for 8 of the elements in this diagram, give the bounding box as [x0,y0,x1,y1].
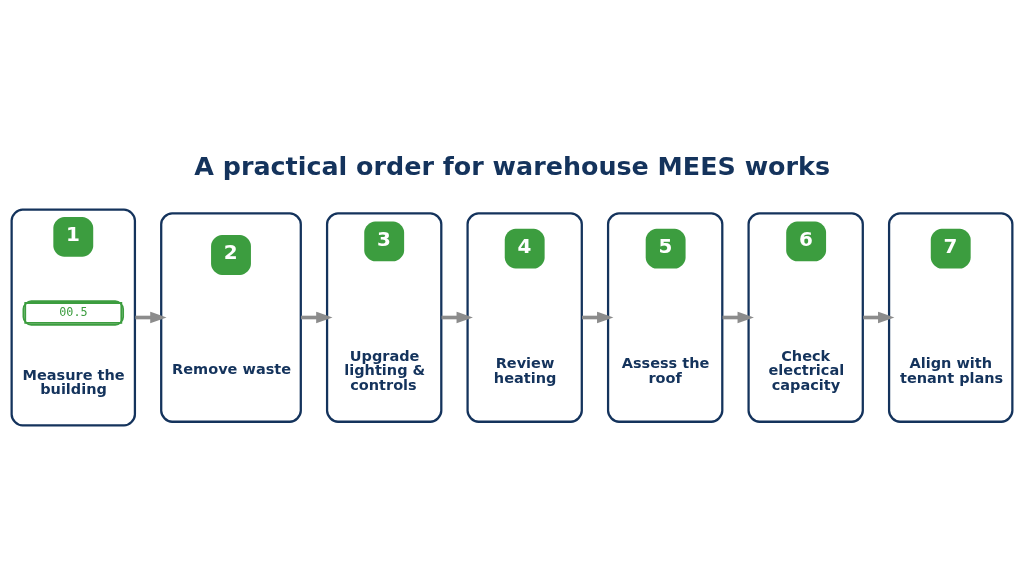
diagram-title: A practical order for warehouse MEES works [194,150,831,181]
node-box: 5 Assess the roof [606,211,724,423]
node-box: 4 Review heating [466,211,583,423]
node-box: 6 Check electrical capacity [747,211,864,423]
node-box: 3 Upgrade lighting & controls [325,211,443,423]
node-box: 2 Remove waste [160,211,302,423]
node-box: 1 00.5 Measure the building [10,208,137,426]
node-box: 7 Align with tenant plans [887,211,1014,423]
